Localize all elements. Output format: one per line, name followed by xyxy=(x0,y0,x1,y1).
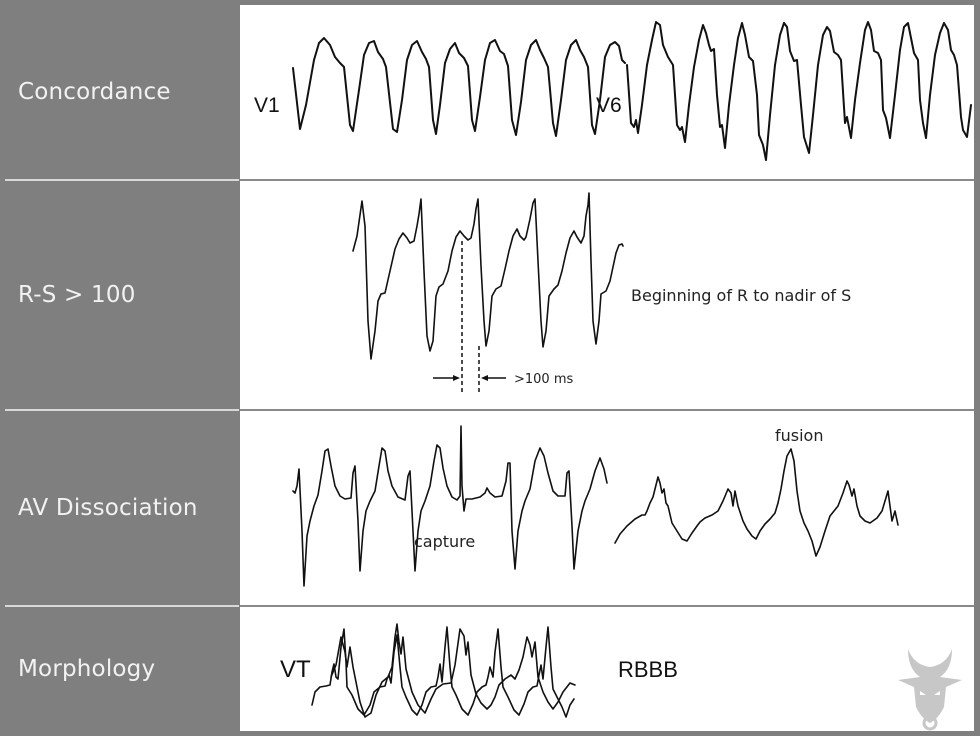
rs-interval-trace xyxy=(352,192,624,360)
vt-trace xyxy=(330,623,576,718)
row-label-morphology: Morphology xyxy=(18,656,156,682)
row-label-cell: Morphology xyxy=(0,607,239,731)
bull-logo-icon xyxy=(898,649,962,731)
fusion-trace xyxy=(614,448,899,557)
row-label-cell: AV Dissociation xyxy=(0,411,239,605)
av-dissociation-ecg: capture fusion xyxy=(292,425,899,587)
row-divider xyxy=(240,179,974,181)
row-label-cell: R-S > 100 xyxy=(0,181,239,409)
row-label-cell: Concordance xyxy=(0,5,239,179)
v6-trace xyxy=(626,21,972,161)
row-divider xyxy=(240,409,974,411)
concordance-panel: V1 V6 xyxy=(240,5,974,179)
rbbb-trace xyxy=(311,626,575,718)
av-dissociation-panel: capture fusion xyxy=(240,411,974,605)
morphology-ecg-strips: VT RBBB xyxy=(280,623,962,731)
rs-interval-panel: >100 ms Beginning of R to nadir of S xyxy=(240,181,974,409)
measure-label: >100 ms xyxy=(514,372,574,387)
row-morphology: Morphology VT RBBB xyxy=(0,607,980,731)
row-label-concordance: Concordance xyxy=(18,79,171,105)
morphology-panel: VT RBBB xyxy=(240,607,974,731)
lead-label-vt: VT xyxy=(280,656,311,683)
capture-label: capture xyxy=(414,532,475,551)
row-av-dissociation: AV Dissociation capture fusion xyxy=(0,411,980,605)
lead-label-v1: V1 xyxy=(254,94,280,117)
left-arrowhead-icon xyxy=(453,375,460,381)
v1-trace xyxy=(292,37,626,137)
row-divider xyxy=(240,605,974,607)
row-label-rs-interval: R-S > 100 xyxy=(18,282,136,308)
row-divider xyxy=(5,179,239,181)
lead-label-rbbb: RBBB xyxy=(618,657,678,682)
rs-interval-ecg: >100 ms Beginning of R to nadir of S xyxy=(352,192,851,395)
row-label-av-dissociation: AV Dissociation xyxy=(18,495,198,521)
capture-trace xyxy=(292,425,608,587)
rs-annotation: Beginning of R to nadir of S xyxy=(631,286,851,305)
row-divider xyxy=(5,409,239,411)
right-arrowhead-icon xyxy=(481,375,488,381)
row-rs-interval: R-S > 100 >100 ms Beginning of R to nadi… xyxy=(0,181,980,409)
row-concordance: Concordance V1 V6 xyxy=(0,5,980,179)
concordance-ecg-strips: V1 V6 xyxy=(254,21,972,161)
fusion-label: fusion xyxy=(775,426,823,445)
lead-label-v6: V6 xyxy=(596,94,622,117)
row-divider xyxy=(5,605,239,607)
